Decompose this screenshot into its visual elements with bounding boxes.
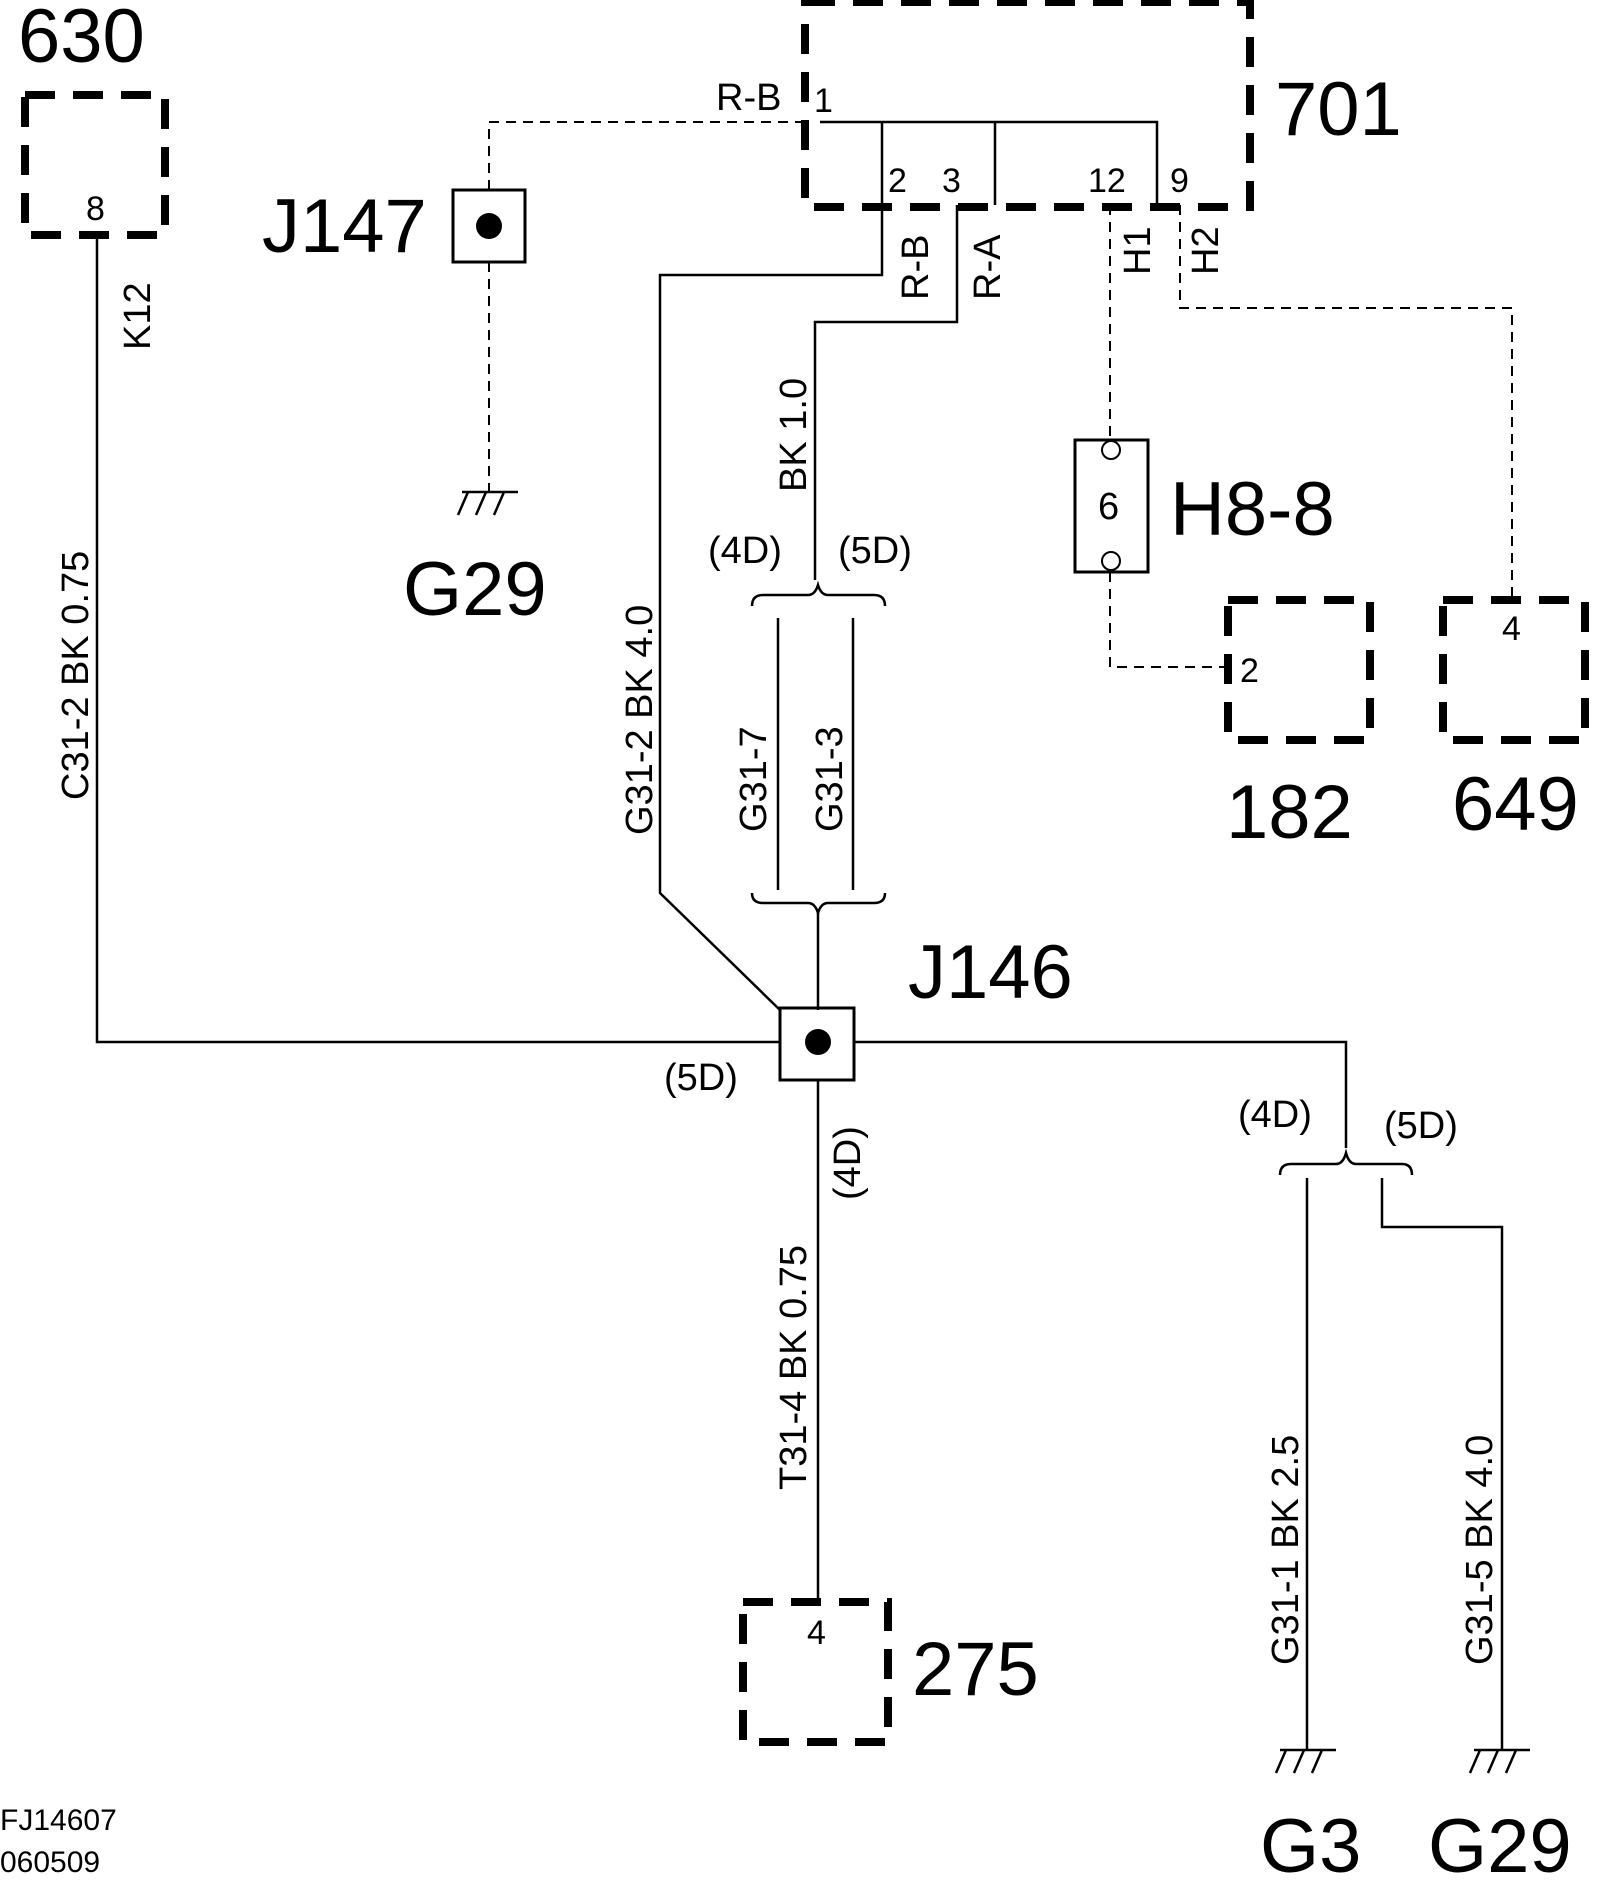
- ground-g29-bottom-label: G29: [1428, 1804, 1572, 1889]
- j146-label: J146: [908, 930, 1073, 1015]
- component-275: 4 275: [739, 1598, 1039, 1746]
- ground-g29-top-label: G29: [403, 547, 547, 632]
- component-701-box: [801, 0, 1254, 211]
- ground-g3: G3: [1260, 1748, 1361, 1889]
- component-630-label: 630: [18, 0, 145, 79]
- wire-t31-4-label: T31-4 BK 0.75: [773, 1245, 815, 1490]
- component-182: 2 182: [1224, 596, 1374, 855]
- component-182-box: [1224, 596, 1374, 744]
- diagram-code: FJ14607: [0, 1804, 117, 1837]
- junction-j146: J146 (5D) (4D): [664, 930, 1073, 1200]
- component-630-pin: 8: [86, 190, 105, 228]
- junction-j147: J147: [262, 184, 527, 269]
- wire-g31-3-label: G31-3: [809, 726, 851, 832]
- wire-rb-top: [488, 121, 805, 190]
- pin-701-1: 1: [814, 82, 833, 120]
- variant-5d-j146: (5D): [664, 1057, 738, 1099]
- variant-4d-right: (4D): [1238, 1094, 1312, 1136]
- pin-701-3: 3: [942, 162, 961, 200]
- j147-label: J147: [262, 184, 427, 269]
- pin-701-9: 9: [1170, 162, 1189, 200]
- wire-h1-label: H1: [1117, 226, 1159, 275]
- component-h8-8: 6 H8-8: [1073, 438, 1335, 574]
- wire-g31-5-label: G31-5 BK 4.0: [1459, 1435, 1501, 1665]
- component-630-box: [21, 91, 169, 239]
- component-275-pin: 4: [807, 1614, 826, 1652]
- wire-g31-7-label: G31-7: [733, 726, 775, 832]
- wire-g31-5: [1380, 1178, 1504, 1750]
- ground-g3-label: G3: [1260, 1804, 1361, 1889]
- wire-h2: [1179, 205, 1513, 598]
- component-649-label: 649: [1452, 762, 1579, 847]
- wire-g31-1-label: G31-1 BK 2.5: [1265, 1435, 1307, 1665]
- ground-g29-top: G29: [403, 490, 547, 632]
- j147-dot: [476, 213, 502, 239]
- h8-8-pin: 6: [1098, 486, 1119, 528]
- component-701: 701 1 2 3 12 9: [801, 0, 1402, 211]
- pin-701-2: 2: [888, 162, 907, 200]
- component-701-label: 701: [1275, 67, 1402, 152]
- component-275-label: 275: [912, 1627, 1039, 1712]
- wire-h2-label: H2: [1185, 226, 1227, 275]
- variant-brace-lower: [750, 892, 887, 918]
- wire-c31-2-label: C31-2 BK 0.75: [55, 551, 97, 800]
- h8-8-label: H8-8: [1170, 467, 1335, 552]
- component-182-label: 182: [1226, 770, 1353, 855]
- wire-bk-10: [813, 205, 959, 580]
- variant-brace-right: (4D) (5D): [1238, 1094, 1458, 1176]
- variant-5d-upper: (5D): [838, 530, 912, 572]
- wire-g31-2: [658, 205, 884, 1011]
- variant-5d-right: (5D): [1384, 1105, 1458, 1147]
- wire-ra-pin3-label: R-A: [967, 234, 1009, 300]
- component-630: 630 8: [18, 0, 169, 239]
- wire-j146-right: [854, 1040, 1348, 1148]
- wire-g31-2-label: G31-2 BK 4.0: [619, 605, 661, 835]
- component-275-box: [739, 1598, 892, 1746]
- ground-g29-bottom: G29: [1428, 1748, 1572, 1889]
- pin-701-12: 12: [1088, 162, 1126, 200]
- wire-bk-10-label: BK 1.0: [773, 378, 815, 492]
- wire-k12-label: K12: [117, 282, 159, 350]
- variant-4d-j146: (4D): [827, 1126, 869, 1200]
- j146-dot: [805, 1029, 831, 1055]
- wire-rb-pin2-label: R-B: [895, 235, 937, 300]
- h8-8-box: [1073, 438, 1150, 574]
- component-649-pin: 4: [1502, 610, 1521, 648]
- diagram-date: 060509: [0, 1846, 100, 1879]
- variant-brace-upper: (4D) (5D): [708, 530, 912, 607]
- h8-8-terminal-bottom: [1101, 551, 1121, 571]
- wire-rb-top-label: R-B: [716, 77, 781, 119]
- component-649-box: [1439, 596, 1589, 744]
- h8-8-terminal-top: [1101, 440, 1121, 460]
- component-182-pin: 2: [1240, 652, 1259, 690]
- wire-c31-2: [95, 235, 780, 1044]
- component-649: 4 649: [1439, 596, 1589, 847]
- variant-4d-upper: (4D): [708, 530, 782, 572]
- wire-h8-to-182: [1109, 572, 1228, 668]
- internal-bus: [820, 120, 1159, 205]
